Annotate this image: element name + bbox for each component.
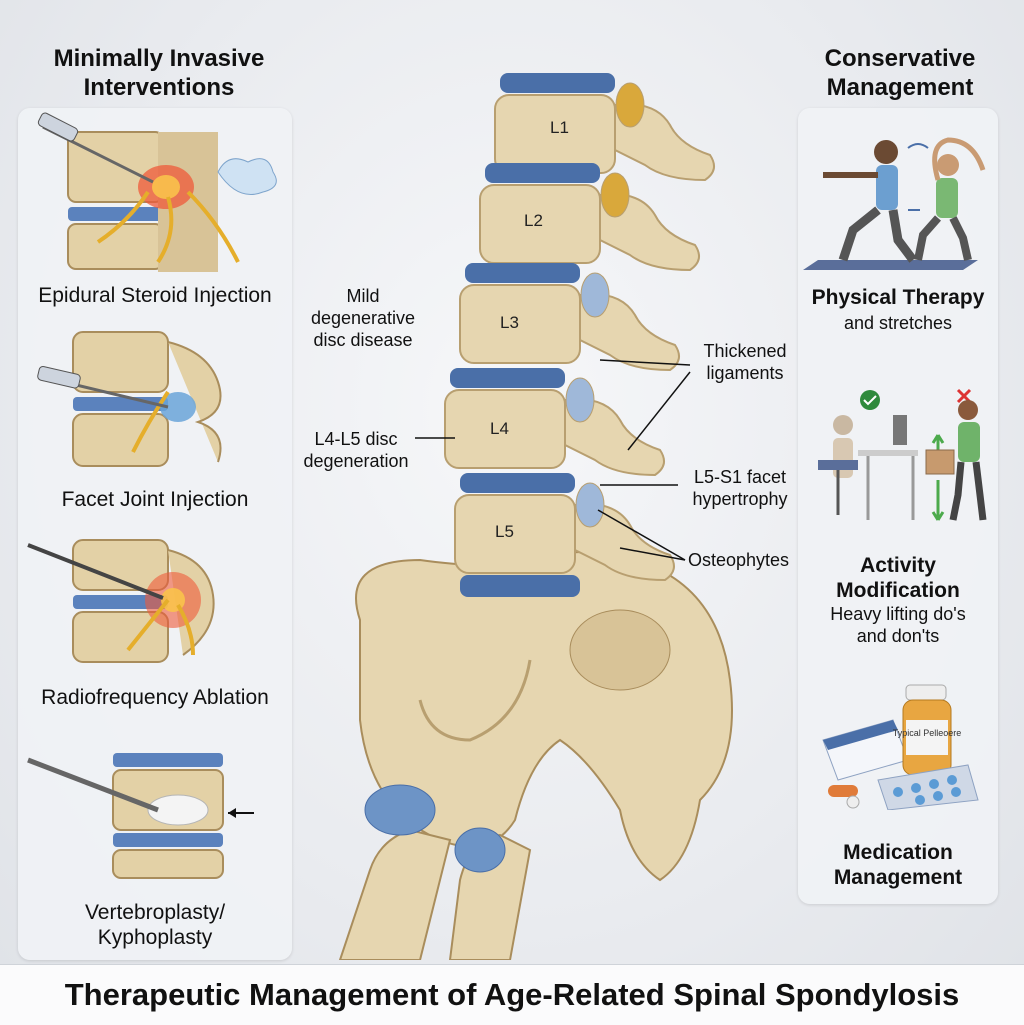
spine-illustration <box>338 73 733 960</box>
intervertebral-disc <box>500 73 615 93</box>
radiofrequency-ablation-illustration <box>27 539 215 663</box>
intervertebral-disc <box>460 575 580 597</box>
facet-joint <box>575 482 605 528</box>
epidural-label: Epidural Steroid Injection <box>38 284 272 307</box>
activity-modification-sub: Heavy lifting do's and don'ts <box>830 604 966 646</box>
right-column-title: Conservative Management <box>824 45 976 101</box>
facet-label: Facet Joint Injection <box>61 488 249 511</box>
facet-injection-illustration <box>37 331 222 467</box>
vertebra-label-l1: L1 <box>550 118 569 137</box>
page-title: Therapeutic Management of Age-Related Sp… <box>0 964 1024 1025</box>
annotation-mild-ddd: Mild degenerative disc disease <box>310 286 416 350</box>
intervertebral-disc <box>460 473 575 493</box>
vertebra-label-l3: L3 <box>500 313 519 332</box>
intervertebral-disc <box>465 263 580 283</box>
activity-modification-illustration <box>818 388 987 521</box>
intervertebral-disc <box>450 368 565 388</box>
annotation-osteophytes: Osteophytes <box>688 550 790 570</box>
spinous-process <box>599 193 700 272</box>
rfa-label: Radiofrequency Ablation <box>41 686 269 709</box>
annotation-ligaments: Thickened ligaments <box>703 341 787 383</box>
facet-joint <box>615 82 645 128</box>
medication-label: Medication Management <box>833 841 963 889</box>
annotation-facet: L5-S1 facet hypertrophy <box>692 467 788 509</box>
facet-joint <box>580 272 610 318</box>
physical-therapy-illustration <box>803 137 986 270</box>
spinous-process <box>564 398 665 477</box>
bottle-label: Typical Pelleoere <box>893 728 962 738</box>
vertebra-label-l2: L2 <box>524 211 543 230</box>
vertebra-label-l5: L5 <box>495 522 514 541</box>
activity-modification-label: Activity Modification <box>836 554 960 602</box>
physical-therapy-sub: and stretches <box>843 313 953 333</box>
intervertebral-disc <box>485 163 600 183</box>
vertebra-label-l4: L4 <box>490 419 509 438</box>
left-column-title: Minimally Invasive Interventions <box>53 45 265 101</box>
spinous-process <box>614 103 715 182</box>
vertebroplasty-illustration <box>27 753 254 879</box>
annotation-l4l5: L4-L5 disc degeneration <box>303 429 409 471</box>
medication-illustration: Typical Pelleoere <box>822 684 979 810</box>
vertebral-body <box>454 494 576 574</box>
epidural-injection-illustration <box>37 112 277 272</box>
facet-joint <box>565 377 595 423</box>
physical-therapy-label: Physical Therapy <box>811 286 985 309</box>
vertebral-body <box>459 284 581 364</box>
facet-joint <box>600 172 630 218</box>
spinous-process <box>579 293 680 372</box>
vertebroplasty-label: Vertebroplasty/ Kyphoplasty <box>84 901 226 949</box>
